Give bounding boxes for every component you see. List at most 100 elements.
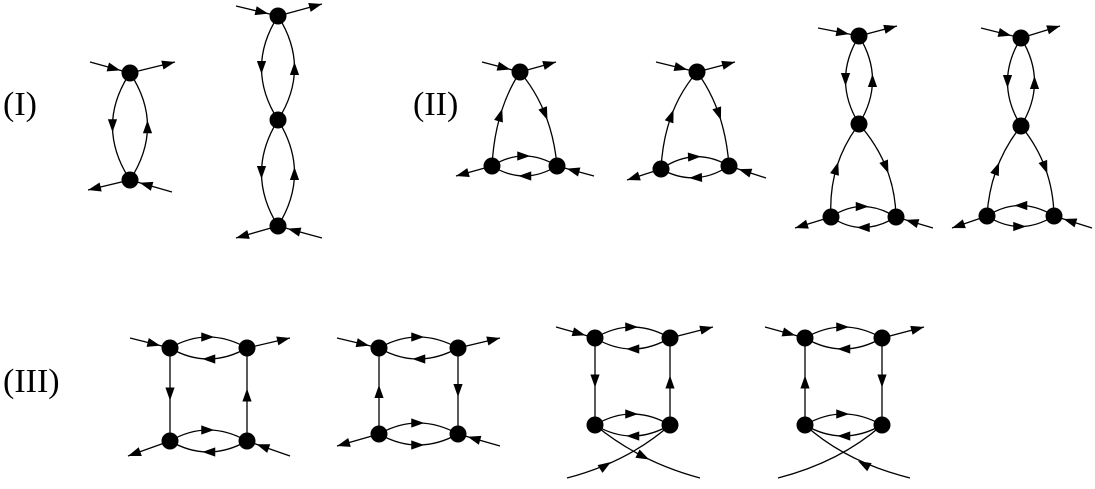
- arrowhead: [687, 152, 701, 162]
- diagram-group: [87, 2, 1093, 479]
- arrowhead: [990, 162, 1000, 177]
- arrowhead: [1029, 76, 1040, 89]
- arrowhead: [626, 431, 640, 441]
- arrowhead: [201, 425, 215, 435]
- arrowhead: [202, 447, 216, 457]
- arrowhead: [308, 2, 322, 12]
- arrowhead: [590, 374, 600, 388]
- group-label-3: (III): [3, 363, 60, 400]
- arrowhead: [910, 325, 924, 335]
- arrowhead: [201, 332, 215, 342]
- arrowhead: [858, 461, 872, 472]
- arrowhead: [453, 384, 463, 397]
- arrowhead: [256, 61, 267, 74]
- arrowhead: [411, 418, 425, 428]
- arrowhead: [689, 172, 703, 183]
- arrowhead: [566, 167, 581, 177]
- arrowhead: [538, 106, 548, 121]
- arrowhead: [712, 106, 722, 121]
- propagator-arc: [777, 424, 883, 479]
- arrowhead: [877, 374, 887, 388]
- propagator-arc: [519, 71, 558, 167]
- arrowhead: [867, 74, 878, 87]
- arrowhead: [1038, 159, 1048, 174]
- arrowhead: [139, 181, 154, 191]
- arrowhead: [1046, 25, 1060, 35]
- arrowhead: [236, 230, 250, 239]
- group-label-1: (I): [3, 86, 37, 123]
- arrowhead: [627, 171, 641, 181]
- arrowhead: [412, 354, 426, 364]
- arrowhead: [800, 375, 810, 389]
- arrowhead: [795, 219, 809, 229]
- arrowhead: [1013, 221, 1027, 232]
- propagator-arc: [129, 72, 149, 181]
- arrowhead: [161, 60, 175, 70]
- arrowhead: [287, 227, 302, 237]
- arrowhead: [879, 159, 889, 174]
- arrowhead: [467, 435, 482, 445]
- arrowhead: [836, 409, 850, 419]
- arrowhead: [411, 332, 425, 342]
- arrowhead: [355, 338, 370, 348]
- propagator-arc: [277, 119, 296, 227]
- arrowhead: [699, 325, 713, 335]
- propagator-arc: [111, 72, 131, 181]
- arrowhead: [840, 73, 851, 86]
- arrowhead: [337, 438, 351, 447]
- arrowhead: [494, 108, 503, 123]
- arrowhead: [202, 354, 216, 364]
- arrowhead: [496, 61, 511, 71]
- arrowhead: [289, 167, 300, 180]
- arrowhead: [625, 409, 639, 419]
- arrowhead: [107, 119, 118, 133]
- arrowhead: [738, 168, 753, 178]
- arrowhead: [456, 168, 470, 177]
- arrowhead: [856, 222, 870, 233]
- arrowhead: [830, 162, 839, 176]
- propagator-arc: [696, 71, 730, 167]
- arrowhead: [665, 375, 675, 389]
- propagator-arc: [260, 15, 279, 121]
- arrowhead: [411, 440, 425, 450]
- arrowhead: [106, 62, 121, 72]
- propagator-arc: [260, 119, 279, 227]
- arrowhead: [673, 62, 688, 72]
- arrowhead: [626, 344, 640, 354]
- arrowhead: [721, 60, 735, 70]
- arrowhead: [837, 431, 851, 441]
- arrowhead: [997, 27, 1012, 37]
- arrowhead: [635, 449, 650, 460]
- arrowhead: [1014, 200, 1028, 211]
- arrowhead: [165, 387, 175, 401]
- propagator-arc: [804, 424, 911, 479]
- arrowhead: [374, 385, 384, 398]
- propagator-arc: [566, 424, 671, 479]
- arrowhead: [518, 171, 532, 181]
- arrowhead: [146, 337, 161, 347]
- arrowhead: [142, 120, 153, 134]
- arrowhead: [242, 388, 252, 402]
- arrowhead: [1002, 75, 1013, 88]
- arrowhead: [625, 322, 639, 332]
- arrowhead: [128, 447, 142, 456]
- arrowhead: [664, 109, 674, 124]
- propagator-arc: [277, 15, 296, 121]
- group-label-2: (II): [413, 86, 458, 123]
- arrowhead: [597, 462, 611, 473]
- arrowhead: [289, 62, 300, 75]
- arrowhead: [836, 322, 850, 332]
- arrowhead: [835, 27, 850, 37]
- arrowhead: [1063, 218, 1078, 228]
- arrowhead: [905, 219, 920, 228]
- arrowhead: [88, 182, 102, 192]
- arrowhead: [486, 336, 500, 346]
- arrowhead: [952, 219, 966, 229]
- arrowhead: [517, 151, 531, 161]
- arrowhead: [542, 61, 556, 70]
- arrowhead: [256, 166, 267, 179]
- arrowhead: [254, 6, 269, 16]
- arrowhead: [571, 327, 586, 337]
- arrowhead: [883, 24, 897, 34]
